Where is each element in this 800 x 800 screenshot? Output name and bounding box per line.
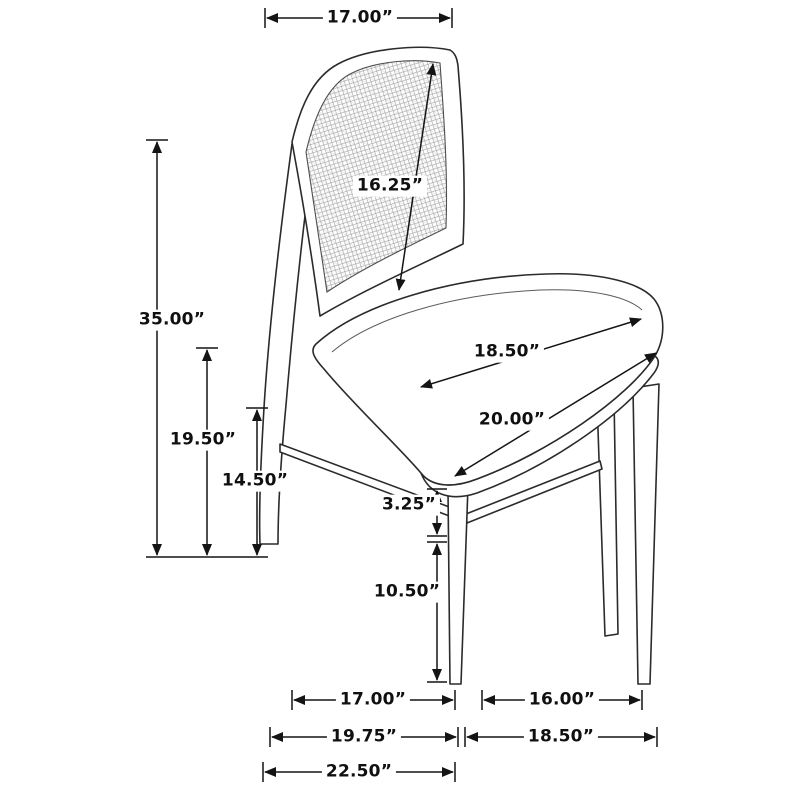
dim-seat-depth-label: 18.50” [469, 341, 545, 363]
dim-stretcher-height-label: 14.50” [217, 470, 293, 492]
dim-overall-width-label: 22.50” [321, 761, 397, 783]
dim-seat-width-label: 20.00” [474, 409, 550, 431]
dim-leg-height-label: 10.50” [369, 581, 445, 603]
chair-illustration [258, 46, 664, 685]
dim-back-top-width-label: 17.00” [322, 7, 398, 29]
chair-back-left-leg [258, 143, 313, 545]
dim-overall-height-line [146, 139, 268, 558]
chair-seat-seam [331, 289, 643, 353]
dim-seat-width-line [454, 352, 657, 477]
chair-back-right-leg [596, 396, 619, 637]
dim-side-leg-span-label: 16.00” [524, 689, 600, 711]
dim-leg-height-line [427, 541, 447, 683]
chair-front-left-leg [447, 485, 469, 685]
dimension-lines [146, 8, 658, 782]
dim-front-leg-span-label: 17.00” [335, 689, 411, 711]
dim-seat-back-height-line [196, 347, 218, 556]
dim-back-panel-height-label: 16.25” [352, 175, 428, 197]
dim-seat-rail-label: 3.25” [377, 494, 441, 516]
chair-front-right-leg [632, 383, 660, 685]
dim-base-depth-label: 18.50” [523, 726, 599, 748]
dim-overall-height-label: 35.00” [134, 309, 210, 331]
dim-base-width-label: 19.75” [326, 726, 402, 748]
dim-seat-back-height-label: 19.50” [165, 429, 241, 451]
